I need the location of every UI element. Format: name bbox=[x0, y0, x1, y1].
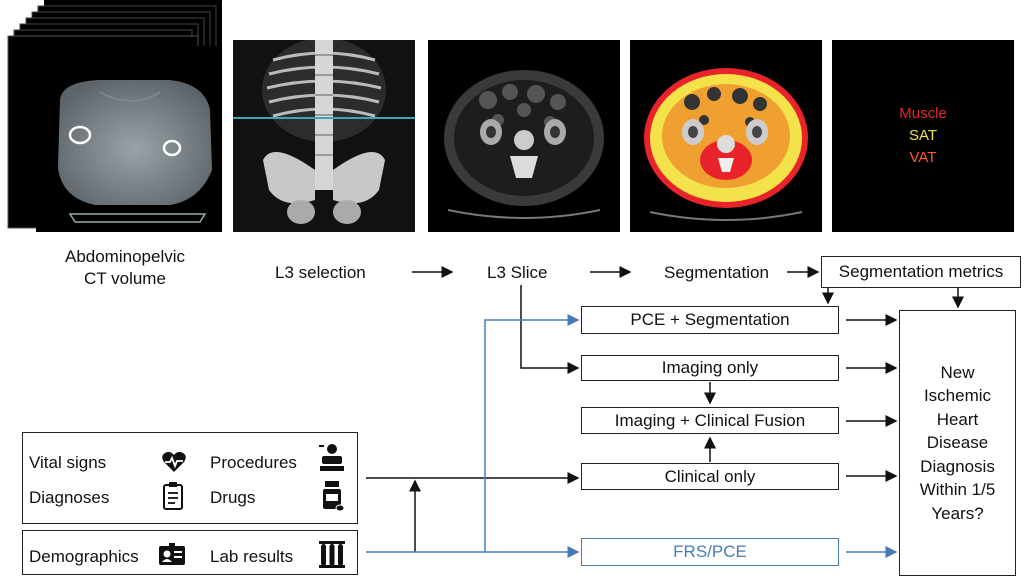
coronal-ct-image bbox=[233, 38, 415, 232]
vital-signs-label: Vital signs bbox=[29, 453, 107, 472]
l3-axial-slice-image bbox=[428, 40, 620, 232]
l3-slice-label: L3 Slice bbox=[487, 263, 548, 282]
legend-vat: VAT bbox=[909, 149, 937, 166]
ct-caption-line2: CT volume bbox=[84, 269, 166, 288]
outcome-line: Heart bbox=[936, 409, 979, 429]
legend-muscle: Muscle bbox=[899, 105, 947, 122]
test-tubes-icon bbox=[318, 539, 346, 569]
ehr-demographics-panel bbox=[22, 530, 358, 575]
ehr-clinical-panel bbox=[22, 432, 358, 524]
lab-results-label: Lab results bbox=[210, 547, 294, 566]
frs-pce-box: FRS/PCE bbox=[581, 538, 839, 566]
outcome-box: New Ischemic Heart Disease Diagnosis Wit… bbox=[899, 310, 1016, 576]
segmentation-image bbox=[630, 40, 822, 232]
fusion-box: Imaging + Clinical Fusion bbox=[581, 407, 839, 434]
drugs-label: Drugs bbox=[210, 488, 256, 507]
outcome-line: Within 1/5 bbox=[919, 480, 996, 500]
outcome-line: Disease bbox=[926, 433, 989, 453]
id-card-icon bbox=[158, 543, 186, 567]
diagnoses-label: Diagnoses bbox=[29, 488, 110, 507]
tissue-legend-panel: Muscle SAT VAT bbox=[832, 40, 1014, 232]
arrow-slice-to-imaging bbox=[520, 285, 580, 374]
ct-volume-caption: Abdominopelvic CT volume bbox=[40, 246, 210, 290]
arrow-blue-to-pce bbox=[484, 314, 580, 552]
outcome-line: Diagnosis bbox=[920, 456, 995, 476]
segmentation-label: Segmentation bbox=[664, 263, 769, 282]
ct-volume-stack bbox=[0, 0, 222, 232]
segmentation-metrics-box: Segmentation metrics bbox=[821, 256, 1021, 288]
outcome-line: Years? bbox=[931, 503, 984, 523]
surgeon-icon bbox=[318, 443, 346, 473]
procedures-label: Procedures bbox=[210, 453, 297, 472]
ct-caption-line1: Abdominopelvic bbox=[64, 247, 185, 266]
l3-selection-label: L3 selection bbox=[275, 263, 366, 282]
heart-pulse-icon bbox=[161, 450, 187, 474]
clipboard-icon bbox=[162, 481, 184, 511]
clinical-only-box: Clinical only bbox=[581, 463, 839, 490]
outcome-line: New bbox=[940, 362, 975, 382]
imaging-only-box: Imaging only bbox=[581, 355, 839, 381]
legend-sat: SAT bbox=[908, 127, 938, 144]
demographics-label: Demographics bbox=[29, 547, 139, 566]
pce-segmentation-box: PCE + Segmentation bbox=[581, 306, 839, 334]
outcome-line: Ischemic bbox=[923, 386, 992, 406]
pill-bottle-icon bbox=[322, 480, 345, 512]
